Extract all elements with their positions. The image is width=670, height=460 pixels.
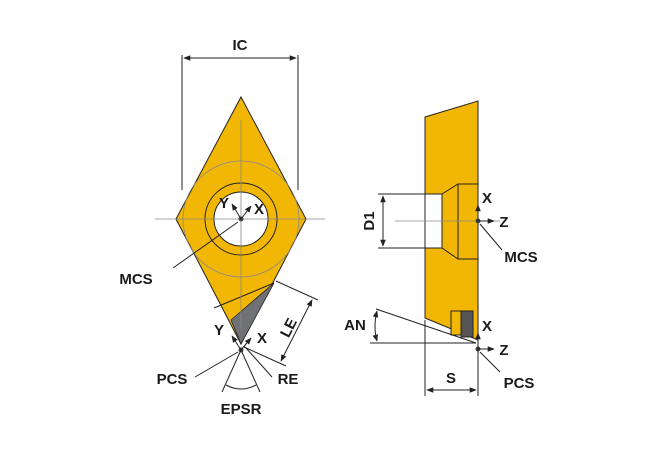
ic-label: IC — [233, 37, 248, 54]
z-axis-label-side-bottom: Z — [499, 342, 508, 359]
y-axis-label-tip: Y — [214, 322, 224, 339]
x-axis-label-side-bottom: X — [482, 318, 492, 335]
y-axis-label-center: Y — [219, 195, 229, 212]
mcs-label-left: MCS — [119, 271, 152, 288]
pcs-leader-left — [194, 351, 239, 378]
an-label: AN — [344, 317, 366, 334]
cutting-edge — [230, 282, 275, 345]
z-axis-label-side-top: Z — [499, 214, 508, 231]
d1-label: D1 — [361, 211, 378, 230]
mcs-axes-side: X Z MCS — [475, 190, 538, 266]
le-label: LE — [277, 316, 301, 341]
mcs-label-right: MCS — [504, 249, 537, 266]
pcs-axes-side: X Z PCS — [475, 318, 535, 392]
mcs-axes-front: Y X — [219, 195, 264, 222]
pcs-label-left: PCS — [157, 371, 188, 388]
pcs-label-right: PCS — [504, 375, 535, 392]
mcs-leader-left — [172, 221, 239, 269]
an-angle: AN — [344, 308, 477, 344]
x-axis-label-side-top: X — [482, 190, 492, 207]
re-leader — [245, 347, 273, 378]
x-axis-label-center: X — [254, 201, 264, 218]
epsr-label: EPSR — [221, 401, 262, 418]
s-label: S — [446, 370, 456, 387]
epsr-angle: EPSR — [221, 349, 262, 418]
ic-dimension: IC — [181, 37, 299, 190]
chipbreaker-line — [213, 282, 275, 309]
le-dimension: LE — [243, 280, 319, 367]
x-axis-label-tip: X — [257, 330, 267, 347]
hole-countersink — [441, 183, 479, 260]
d1-dimension: D1 — [361, 193, 425, 249]
re-label: RE — [278, 371, 299, 388]
s-dimension: S — [424, 320, 479, 396]
edge-detail-light — [450, 310, 462, 336]
pcs-axes-front: Y X — [214, 322, 267, 353]
edge-detail-dark — [460, 310, 474, 338]
